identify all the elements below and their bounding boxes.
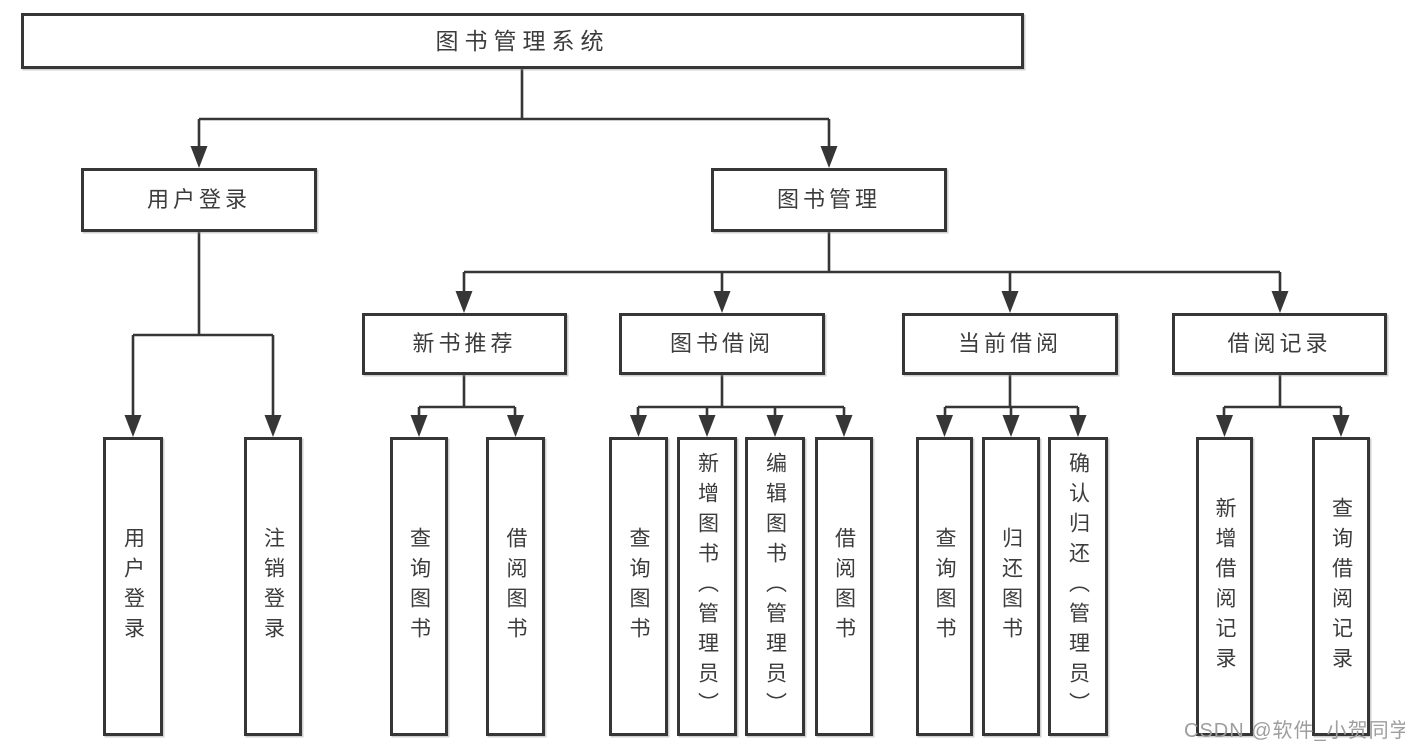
arrowhead: [698, 415, 716, 437]
node-new-book-recommendation: 新书推荐: [362, 313, 567, 375]
leaf-logout: 注销登录: [244, 437, 302, 736]
arrowhead: [820, 146, 838, 168]
leaf-add-books-admin: 新增图书（管理员）: [677, 437, 737, 736]
node-book-borrowing: 图书借阅: [619, 313, 825, 375]
arrowhead: [507, 415, 524, 437]
node-user-login: 用户登录: [81, 168, 317, 232]
arrowhead: [936, 415, 953, 437]
leaf-confirm-return-admin: 确认归还（管理员）: [1048, 437, 1108, 736]
arrowhead: [835, 415, 853, 437]
node-root: 图书管理系统: [21, 13, 1024, 69]
leaf-add-borrow-record: 新增借阅记录: [1196, 437, 1253, 736]
leaf-query-books-current: 查询图书: [916, 437, 973, 736]
arrowhead: [410, 415, 428, 437]
leaf-return-books: 归还图书: [982, 437, 1040, 736]
arrowhead: [1002, 415, 1020, 437]
arrowhead: [455, 291, 473, 313]
leaf-query-borrow-record: 查询借阅记录: [1312, 437, 1370, 736]
leaf-query-books-recommend: 查询图书: [390, 437, 448, 736]
node-book-management: 图书管理: [711, 168, 947, 232]
node-borrowing-records: 借阅记录: [1172, 313, 1387, 375]
arrowhead: [1069, 415, 1087, 437]
leaf-query-books-borrowing: 查询图书: [609, 437, 668, 736]
leaf-user-login: 用户登录: [103, 437, 163, 736]
arrowhead: [1001, 291, 1019, 313]
arrowhead: [190, 146, 208, 168]
arrowhead: [1271, 291, 1289, 313]
leaf-borrow-books-borrowing: 借阅图书: [815, 437, 873, 736]
arrowhead: [766, 415, 784, 437]
arrowhead: [1216, 415, 1233, 437]
leaf-edit-books-admin: 编辑图书（管理员）: [745, 437, 805, 736]
arrowhead: [1332, 415, 1350, 437]
node-current-borrowing: 当前借阅: [902, 313, 1118, 375]
arrowhead: [264, 415, 282, 437]
leaf-borrow-books-recommend: 借阅图书: [486, 437, 545, 736]
arrowhead: [124, 415, 142, 437]
arrowhead: [630, 415, 647, 437]
arrowhead: [713, 291, 731, 313]
watermark: CSDN @软件_小贺同学: [1184, 720, 1405, 742]
